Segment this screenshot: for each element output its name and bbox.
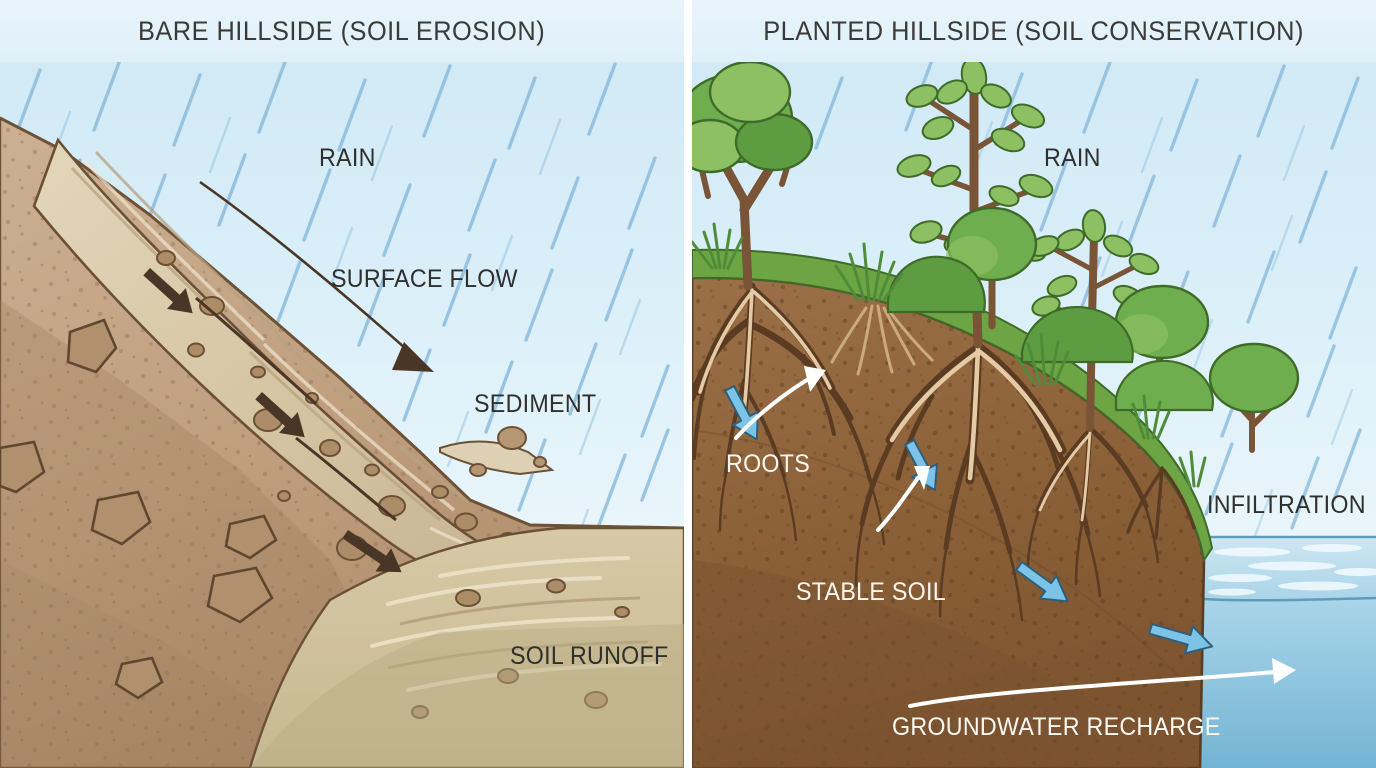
water-surface-highlights — [1208, 544, 1376, 596]
background-trees — [946, 206, 1300, 453]
label-groundwater-recharge: GROUNDWATER RECHARGE — [892, 713, 1221, 741]
shrubs — [886, 255, 1214, 412]
erosion-flow-arrows — [143, 268, 402, 573]
planted-hillside-artwork — [692, 57, 1376, 768]
label-infiltration: INFILTRATION — [1207, 491, 1366, 519]
white-arrow-heads — [804, 366, 1296, 684]
tree-left — [692, 60, 814, 291]
root-network — [692, 282, 1196, 622]
label-roots: ROOTS — [726, 450, 811, 478]
vegetation — [692, 57, 1300, 488]
bare-hillside-artwork — [0, 58, 684, 768]
water-body — [1162, 535, 1376, 768]
label-sediment: SEDIMENT — [474, 390, 597, 418]
label-stable-soil: STABLE SOIL — [796, 578, 946, 606]
grass-tufts — [692, 222, 1207, 488]
surface-flow-pointer-arrow — [199, 180, 434, 372]
panel-planted-hillside: PLANTED HILLSIDE (SOIL CONSERVATION) RAI… — [692, 0, 1376, 768]
label-surface-flow: SURFACE FLOW — [331, 265, 518, 293]
soil-runoff-fan — [248, 526, 684, 768]
label-rain-right: RAIN — [1044, 144, 1101, 172]
panel-bare-hillside: BARE HILLSIDE (SOIL EROSION) RAIN SURFAC… — [0, 0, 684, 768]
slope-shading — [0, 300, 380, 768]
label-soil-runoff: SOIL RUNOFF — [510, 642, 669, 670]
label-rain-left: RAIN — [319, 144, 376, 172]
sediment-plume — [439, 426, 555, 477]
white-annotation-arrows — [734, 376, 1278, 708]
